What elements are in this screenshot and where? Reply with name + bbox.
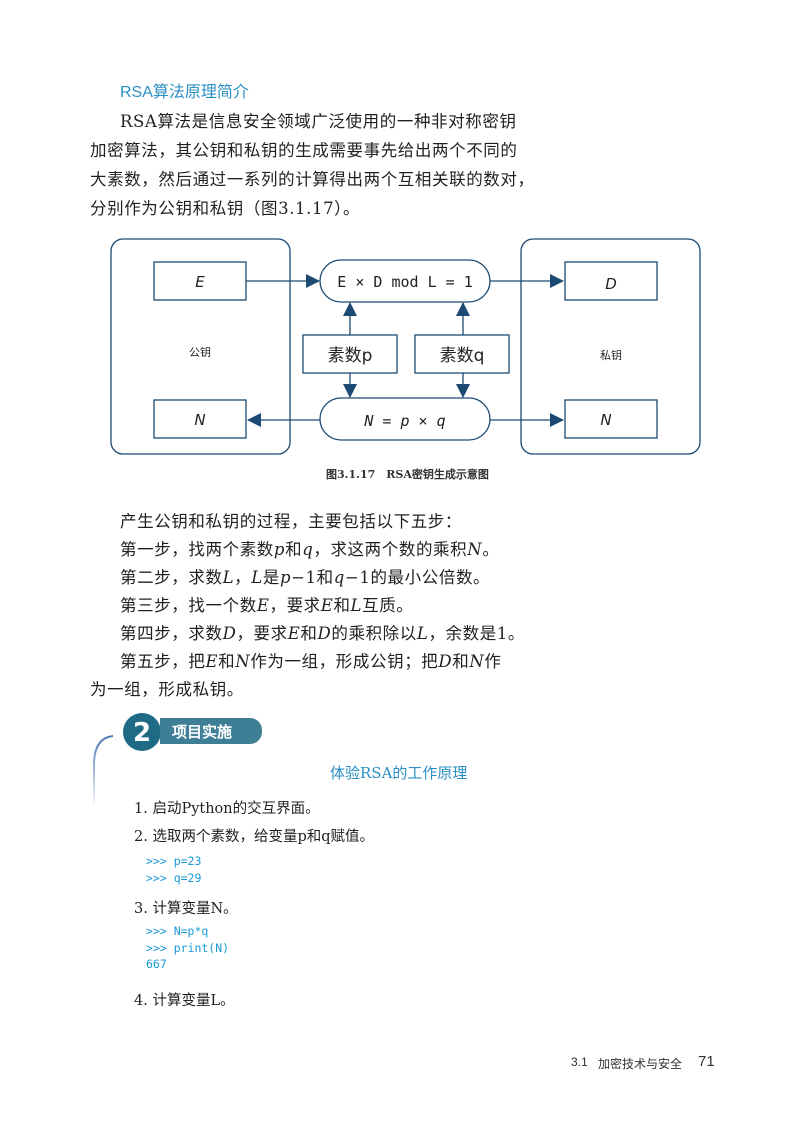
instruction-item: 4. 计算变量L。 [134, 993, 235, 1009]
d-box [564, 261, 658, 301]
prime-q-box [414, 334, 510, 374]
footer-section: 3.1 [571, 1055, 588, 1069]
code-block: >>> p=23>>> q=29 [146, 854, 202, 885]
private-key-label: 私钥 [600, 348, 622, 362]
code-block: >>> N=p*q>>> print(N)667 [146, 924, 230, 971]
figure-caption: 图3.1.17 RSA密钥生成示意图 [326, 468, 489, 481]
step-1: 第一步，找两个素数p和q，求这两个数的乘积N。 [120, 540, 500, 559]
section-number-icon [123, 713, 161, 751]
instruction-item: 2. 选取两个素数，给变量p和q赋值。 [134, 829, 375, 845]
page-number: 71 [698, 1053, 715, 1070]
intro-line: 加密算法，其公钥和私钥的生成需要事先给出两个不同的 [90, 141, 518, 160]
n-label: N [194, 411, 205, 429]
e-label: E [195, 273, 205, 291]
formula-ed: E × D mod L = 1 [337, 273, 472, 291]
n-box-public [153, 399, 247, 439]
n-label: N [600, 411, 611, 429]
step-5: 第五步，把E和N作为一组，形成公钥；把D和N作 [120, 652, 502, 671]
rsa-key-diagram: E N D N E × D mod L = 1 N = p × q 素数p 素数… [110, 238, 701, 455]
activity-title: 体验RSA的工作原理 [330, 764, 468, 782]
section-heading: RSA算法原理简介 [120, 84, 249, 101]
prime-p-label: 素数p [328, 346, 373, 366]
d-label: D [605, 275, 617, 293]
intro-line: 大素数，然后通过一系列的计算得出两个互相关联的数对， [90, 170, 535, 189]
intro-line: RSA算法是信息安全领域广泛使用的一种非对称密钥 [120, 112, 517, 131]
step-4: 第四步，求数D，要求E和D的乘积除以L，余数是1。 [120, 624, 526, 643]
public-key-group [110, 238, 291, 455]
prime-q-label: 素数q [440, 346, 485, 366]
section-decoration: 2 [93, 713, 685, 807]
formula-n: N = p × q [363, 412, 445, 430]
public-key-label: 公钥 [189, 345, 211, 359]
instruction-item: 1. 启动Python的交互界面。 [134, 801, 320, 817]
instruction-item: 3. 计算变量N。 [134, 901, 238, 917]
svg-text:2: 2 [133, 718, 151, 748]
intro-line: 分别作为公钥和私钥（图3.1.17）。 [90, 199, 361, 218]
section-banner: 项目实施 [160, 718, 262, 744]
n-box-private [564, 399, 658, 439]
steps-intro: 产生公钥和私钥的过程，主要包括以下五步： [120, 512, 462, 531]
formula-n-box [319, 397, 491, 441]
step-5-cont: 为一组，形成私钥。 [90, 680, 244, 699]
footer-title: 加密技术与安全 [598, 1057, 683, 1071]
private-key-group [520, 238, 701, 455]
step-2: 第二步，求数L，L是p−1和q−1的最小公倍数。 [120, 568, 491, 587]
step-3: 第三步，找一个数E，要求E和L互质。 [120, 596, 414, 615]
